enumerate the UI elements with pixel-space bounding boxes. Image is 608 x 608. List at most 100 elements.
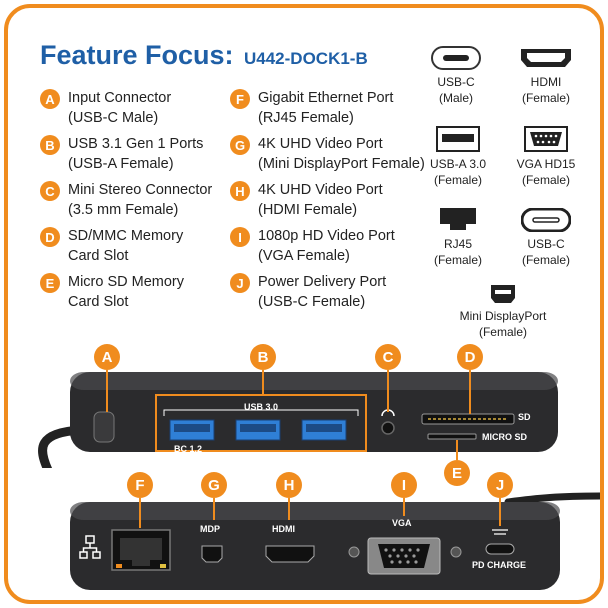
feature-j-line2: (USB-C Female) [258, 294, 366, 310]
legend-hdmi: HDMI (Female) [504, 46, 588, 106]
feature-f: F Gigabit Ethernet Port (RJ45 Female) [230, 88, 393, 128]
feature-i: I 1080p HD Video Port (VGA Female) [230, 226, 395, 266]
dock-front-device [38, 372, 558, 468]
feature-b-line1: USB 3.1 Gen 1 Ports [68, 136, 204, 152]
badge-a: A [40, 89, 60, 109]
pointer-d [469, 370, 471, 414]
legend-rj45-line1: RJ45 [443, 237, 472, 251]
legend-usb-c-male: USB-C (Male) [416, 46, 496, 106]
pointer-h [288, 498, 290, 520]
legend-usb-c-female-line1: USB-C [527, 237, 565, 251]
feature-i-line1: 1080p HD Video Port [258, 228, 395, 244]
legend-hdmi-line1: HDMI [530, 75, 562, 89]
pointer-a [106, 370, 108, 412]
callout-e: E [444, 460, 470, 486]
feature-a-line1: Input Connector [68, 90, 172, 106]
badge-e: E [40, 273, 60, 293]
legend-usb-c-female: USB-C (Female) [504, 208, 588, 268]
legend-vga-line1: VGA HD15 [516, 157, 576, 171]
legend-usb-c-male-line1: USB-C [437, 75, 475, 89]
rj45-icon [440, 208, 476, 230]
legend-hdmi-line2: (Female) [521, 91, 570, 105]
legend-usb-c-male-line2: (Male) [438, 91, 473, 105]
feature-f-line2: (RJ45 Female) [258, 110, 354, 126]
badge-d: D [40, 227, 60, 247]
feature-j: J Power Delivery Port (USB-C Female) [230, 272, 386, 312]
legend-rj45-line2: (Female) [433, 253, 482, 267]
legend-usb-a-line2: (Female) [433, 173, 482, 187]
feature-b: B USB 3.1 Gen 1 Ports (USB-A Female) [40, 134, 203, 174]
feature-h: H 4K UHD Video Port (HDMI Female) [230, 180, 383, 220]
feature-i-line2: (VGA Female) [258, 248, 350, 264]
feature-h-line2: (HDMI Female) [258, 202, 358, 218]
callout-j: J [487, 472, 513, 498]
feature-a: A Input Connector (USB-C Male) [40, 88, 171, 128]
pointer-b [262, 370, 264, 395]
badge-j: J [230, 273, 250, 293]
feature-b-line2: (USB-A Female) [68, 156, 174, 172]
usb-c-male-icon [431, 46, 481, 70]
feature-e-line2: Card Slot [68, 294, 129, 310]
title-model: U442-DOCK1-B [244, 49, 368, 68]
hdmi-label: HDMI [272, 524, 295, 534]
usb-a-icon [436, 126, 480, 152]
feature-c: C Mini Stereo Connector (3.5 mm Female) [40, 180, 212, 220]
feature-c-line1: Mini Stereo Connector [68, 182, 213, 198]
title-main: Feature Focus: [40, 40, 234, 70]
legend-mini-displayport-line2: (Female) [478, 325, 527, 339]
legend-mini-displayport: Mini DisplayPort (Female) [438, 284, 568, 340]
callout-i: I [391, 472, 417, 498]
legend-mini-displayport-line1: Mini DisplayPort [459, 309, 547, 323]
page-title: Feature Focus: U442-DOCK1-B [40, 40, 368, 71]
feature-j-line1: Power Delivery Port [258, 274, 387, 290]
legend-usb-a-line1: USB-A 3.0 [429, 157, 487, 171]
micro-sd-slot-label: MICRO SD [482, 432, 527, 442]
pointer-i [403, 498, 405, 516]
mini-displayport-icon [491, 285, 515, 303]
callout-f: F [127, 472, 153, 498]
feature-h-line1: 4K UHD Video Port [258, 182, 383, 198]
mdp-label: MDP [200, 524, 220, 534]
badge-c: C [40, 181, 60, 201]
badge-f: F [230, 89, 250, 109]
feature-a-line2: (USB-C Male) [68, 110, 159, 126]
badge-g: G [230, 135, 250, 155]
usb-group-label: USB 3.0 [244, 402, 279, 412]
feature-e-line1: Micro SD Memory [68, 274, 185, 290]
callout-d: D [457, 344, 483, 370]
pd-charge-label: PD CHARGE [472, 560, 527, 570]
callout-h: H [276, 472, 302, 498]
page-frame: Feature Focus: U442-DOCK1-B A Input Conn… [4, 4, 604, 604]
pointer-g [213, 498, 215, 520]
vga-label: VGA [392, 518, 412, 528]
badge-i: I [230, 227, 250, 247]
sd-slot-label: SD [518, 412, 531, 422]
feature-d-line2: Card Slot [68, 248, 129, 264]
dock-back-device [70, 492, 600, 590]
legend-rj45: RJ45 (Female) [416, 206, 500, 268]
legend-usb-a: USB-A 3.0 (Female) [416, 126, 500, 188]
pointer-f [139, 498, 141, 528]
badge-h: H [230, 181, 250, 201]
callout-b: B [250, 344, 276, 370]
usb-c-female-icon [521, 208, 571, 232]
feature-d-line1: SD/MMC Memory [68, 228, 184, 244]
vga-icon [524, 126, 568, 152]
feature-c-line2: (3.5 mm Female) [68, 202, 179, 218]
hdmi-icon [521, 49, 571, 67]
pointer-j [499, 498, 501, 526]
feature-f-line1: Gigabit Ethernet Port [258, 90, 394, 106]
legend-vga-line2: (Female) [521, 173, 570, 187]
legend-usb-c-female-line2: (Female) [521, 253, 570, 267]
callout-a: A [94, 344, 120, 370]
feature-g-line1: 4K UHD Video Port [258, 136, 383, 152]
pointer-c [387, 370, 389, 412]
callout-g: G [201, 472, 227, 498]
feature-g-line2: (Mini DisplayPort Female) [258, 156, 425, 172]
callout-c: C [375, 344, 401, 370]
badge-b: B [40, 135, 60, 155]
legend-vga: VGA HD15 (Female) [504, 126, 588, 188]
bc-label: BC 1.2 [174, 444, 203, 454]
